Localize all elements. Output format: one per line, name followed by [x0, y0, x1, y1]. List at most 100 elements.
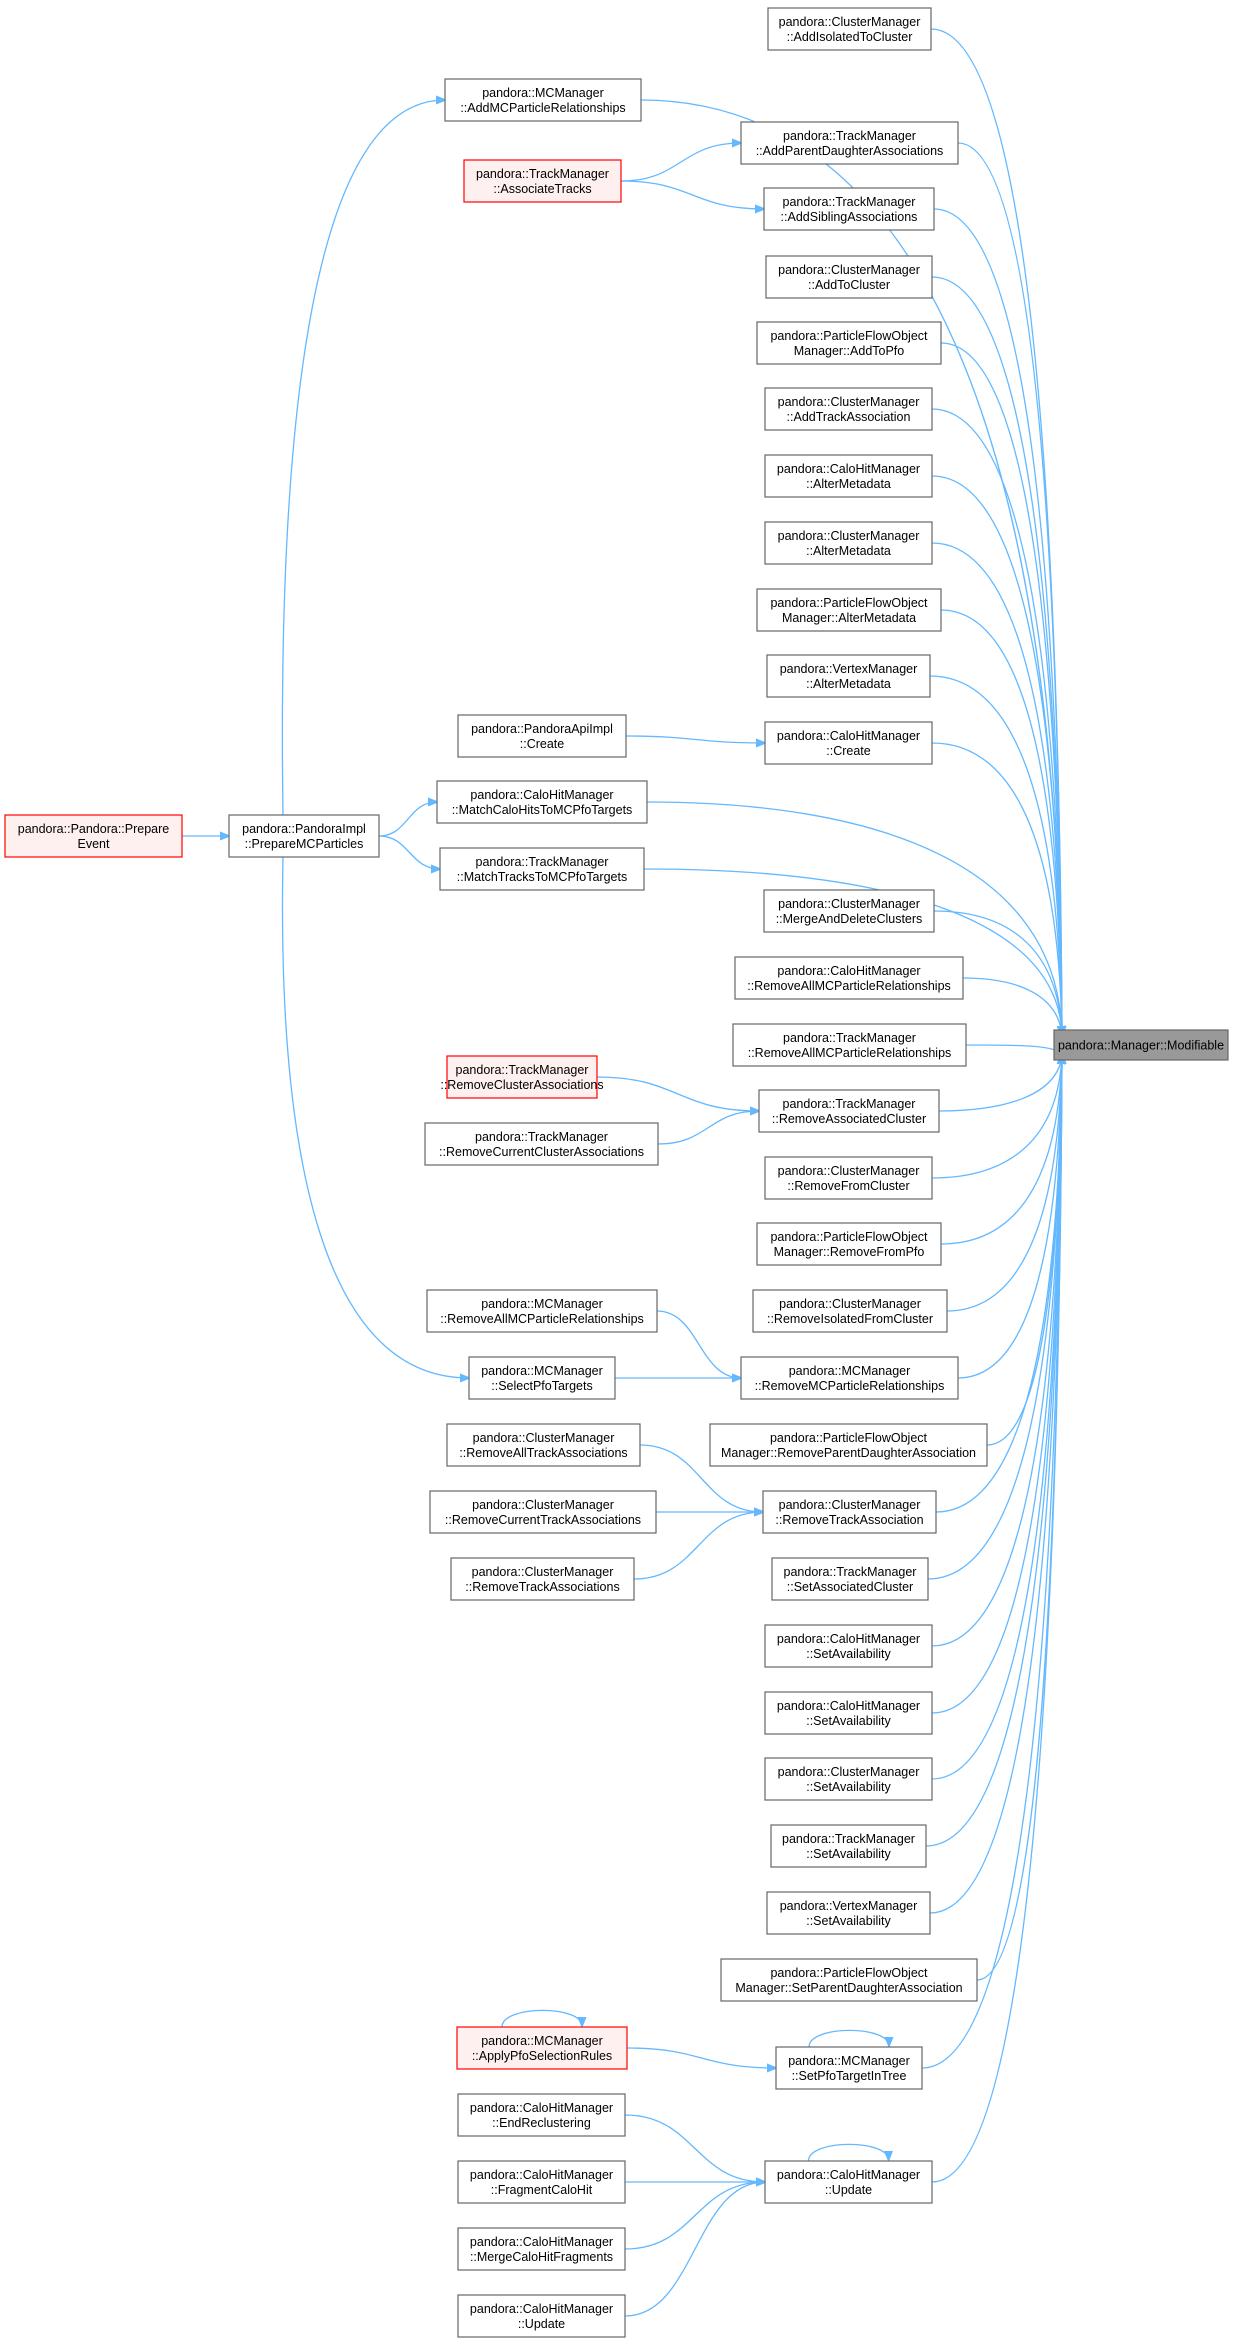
node-box[interactable] [775, 2046, 923, 2090]
node-box[interactable] [4, 814, 183, 858]
node-pandora-trackmanager-associatetracks[interactable]: pandora::TrackManager::AssociateTracks [463, 159, 622, 203]
node-box[interactable] [457, 2227, 626, 2271]
node-pandora-vertexmanager-setavailability[interactable]: pandora::VertexManager::SetAvailability [766, 1891, 931, 1935]
node-box[interactable] [457, 2093, 626, 2137]
node-pandora-mcmanager-addmcparticlerelationships[interactable]: pandora::MCManager::AddMCParticleRelatio… [444, 78, 642, 122]
node-pandora-clustermanager-setavailability[interactable]: pandora::ClusterManager::SetAvailability [764, 1757, 933, 1801]
node-box[interactable] [765, 255, 933, 299]
node-pandora-calohitmanager-setavailability[interactable]: pandora::CaloHitManager::SetAvailability [764, 1691, 933, 1735]
node-box[interactable] [444, 78, 642, 122]
node-pandora-mcmanager-removeallmcparticlerelationships[interactable]: pandora::MCManager::RemoveAllMCParticleR… [426, 1289, 658, 1333]
node-pandora-pandoraimpl-preparemcparticles[interactable]: pandora::PandoraImpl::PrepareMCParticles [228, 814, 380, 858]
node-box[interactable] [424, 1122, 659, 1166]
node-pandora-clustermanager-addisolatedtocluster[interactable]: pandora::ClusterManager::AddIsolatedToCl… [767, 7, 932, 51]
node-pandora-calohitmanager-matchcalohitstomcpfotargets[interactable]: pandora::CaloHitManager::MatchCaloHitsTo… [436, 780, 648, 824]
node-box[interactable] [766, 1891, 931, 1935]
node-pandora-trackmanager-removeassociatedcluster[interactable]: pandora::TrackManager::RemoveAssociatedC… [758, 1089, 940, 1133]
node-box[interactable] [763, 889, 935, 933]
node-box[interactable] [468, 1356, 616, 1400]
node-box[interactable] [767, 7, 932, 51]
node-pandora-calohitmanager-update[interactable]: pandora::CaloHitManager::Update [764, 2160, 933, 2204]
node-pandora-calohitmanager-setavailability[interactable]: pandora::CaloHitManager::SetAvailability [764, 1624, 933, 1668]
node-box[interactable] [446, 1423, 641, 1467]
node-pandora-mcmanager-selectpfotargets[interactable]: pandora::MCManager::SelectPfoTargets [468, 1356, 616, 1400]
node-box[interactable] [439, 847, 645, 891]
node-pandora-clustermanager-removeisolatedfromcluster[interactable]: pandora::ClusterManager::RemoveIsolatedF… [752, 1289, 948, 1333]
node-box[interactable] [771, 1557, 929, 1601]
node-pandora-clustermanager-addtrackassociation[interactable]: pandora::ClusterManager::AddTrackAssocia… [764, 387, 933, 431]
node-pandora-trackmanager-matchtrackstomcpfotargets[interactable]: pandora::TrackManager::MatchTracksToMCPf… [439, 847, 645, 891]
node-box[interactable] [734, 956, 964, 1000]
node-pandora-trackmanager-setassociatedcluster[interactable]: pandora::TrackManager::SetAssociatedClus… [771, 1557, 929, 1601]
node-box[interactable] [764, 721, 933, 765]
node-box[interactable] [456, 2026, 628, 2070]
node-pandora-trackmanager-removecurrentclusterassociations[interactable]: pandora::TrackManager::RemoveCurrentClus… [424, 1122, 659, 1166]
node-box[interactable] [756, 588, 942, 632]
node-pandora-clustermanager-removetrackassociations[interactable]: pandora::ClusterManager::RemoveTrackAsso… [450, 1557, 635, 1601]
node-pandora-calohitmanager-removeallmcparticlerelationships[interactable]: pandora::CaloHitManager::RemoveAllMCPart… [734, 956, 964, 1000]
node-box[interactable] [1053, 1029, 1229, 1061]
node-box[interactable] [764, 387, 933, 431]
node-box[interactable] [457, 2160, 626, 2204]
node-pandora-calohitmanager-endreclustering[interactable]: pandora::CaloHitManager::EndReclustering [457, 2093, 626, 2137]
node-box[interactable] [752, 1289, 948, 1333]
node-pandora-manager-modifiable[interactable]: pandora::Manager::Modifiable [1053, 1029, 1229, 1061]
node-pandora-calohitmanager-mergecalohitfragments[interactable]: pandora::CaloHitManager::MergeCaloHitFra… [457, 2227, 626, 2271]
node-box[interactable] [766, 654, 931, 698]
node-pandora-particleflowobject-manager-removeparentdaughterassociation[interactable]: pandora::ParticleFlowObjectManager::Remo… [709, 1423, 988, 1467]
node-pandora-calohitmanager-create[interactable]: pandora::CaloHitManager::Create [764, 721, 933, 765]
node-pandora-vertexmanager-altermetadata[interactable]: pandora::VertexManager::AlterMetadata [766, 654, 931, 698]
node-pandora-mcmanager-applypfoselectionrules[interactable]: pandora::MCManager::ApplyPfoSelectionRul… [456, 2026, 628, 2070]
node-pandora-particleflowobject-manager-setparentdaughterassociation[interactable]: pandora::ParticleFlowObjectManager::SetP… [720, 1958, 978, 2002]
node-box[interactable] [756, 1222, 942, 1266]
node-pandora-clustermanager-removealltrackassociations[interactable]: pandora::ClusterManager::RemoveAllTrackA… [446, 1423, 641, 1467]
node-box[interactable] [429, 1490, 657, 1534]
node-box[interactable] [720, 1958, 978, 2002]
node-pandora-clustermanager-removefromcluster[interactable]: pandora::ClusterManager::RemoveFromClust… [764, 1156, 933, 1200]
node-box[interactable] [732, 1023, 967, 1067]
node-pandora-calohitmanager-update[interactable]: pandora::CaloHitManager::Update [457, 2294, 626, 2338]
node-box[interactable] [763, 187, 935, 231]
node-box[interactable] [709, 1423, 988, 1467]
node-pandora-clustermanager-mergeanddeleteclusters[interactable]: pandora::ClusterManager::MergeAndDeleteC… [763, 889, 935, 933]
node-box[interactable] [450, 1557, 635, 1601]
node-box[interactable] [756, 321, 942, 365]
node-box[interactable] [740, 1356, 959, 1400]
node-pandora-trackmanager-setavailability[interactable]: pandora::TrackManager::SetAvailability [770, 1824, 927, 1868]
node-box[interactable] [426, 1289, 658, 1333]
node-pandora-pandoraapiimpl-create[interactable]: pandora::PandoraApiImpl::Create [457, 714, 627, 758]
node-pandora-clustermanager-removetrackassociation[interactable]: pandora::ClusterManager::RemoveTrackAsso… [762, 1490, 937, 1534]
node-pandora-mcmanager-setpfotargetintree[interactable]: pandora::MCManager::SetPfoTargetInTree [775, 2046, 923, 2090]
node-pandora-clustermanager-altermetadata[interactable]: pandora::ClusterManager::AlterMetadata [764, 521, 933, 565]
node-box[interactable] [764, 1757, 933, 1801]
node-pandora-clustermanager-removecurrenttrackassociations[interactable]: pandora::ClusterManager::RemoveCurrentTr… [429, 1490, 657, 1534]
node-pandora-clustermanager-addtocluster[interactable]: pandora::ClusterManager::AddToCluster [765, 255, 933, 299]
node-box[interactable] [764, 454, 933, 498]
node-box[interactable] [762, 1490, 937, 1534]
node-box[interactable] [770, 1824, 927, 1868]
node-pandora-trackmanager-addsiblingassociations[interactable]: pandora::TrackManager::AddSiblingAssocia… [763, 187, 935, 231]
node-box[interactable] [740, 121, 959, 165]
node-box[interactable] [758, 1089, 940, 1133]
node-box[interactable] [764, 2160, 933, 2204]
node-pandora-trackmanager-removeclusterassociations[interactable]: pandora::TrackManager::RemoveClusterAsso… [440, 1055, 604, 1099]
node-box[interactable] [446, 1055, 598, 1099]
node-box[interactable] [764, 1624, 933, 1668]
node-pandora-calohitmanager-fragmentcalohit[interactable]: pandora::CaloHitManager::FragmentCaloHit [457, 2160, 626, 2204]
node-pandora-particleflowobject-manager-altermetadata[interactable]: pandora::ParticleFlowObjectManager::Alte… [756, 588, 942, 632]
node-box[interactable] [764, 521, 933, 565]
node-pandora-trackmanager-addparentdaughterassociations[interactable]: pandora::TrackManager::AddParentDaughter… [740, 121, 959, 165]
node-box[interactable] [228, 814, 380, 858]
node-box[interactable] [457, 714, 627, 758]
node-pandora-particleflowobject-manager-addtopfo[interactable]: pandora::ParticleFlowObjectManager::AddT… [756, 321, 942, 365]
node-pandora-particleflowobject-manager-removefrompfo[interactable]: pandora::ParticleFlowObjectManager::Remo… [756, 1222, 942, 1266]
node-pandora-mcmanager-removemcparticlerelationships[interactable]: pandora::MCManager::RemoveMCParticleRela… [740, 1356, 959, 1400]
node-pandora-trackmanager-removeallmcparticlerelationships[interactable]: pandora::TrackManager::RemoveAllMCPartic… [732, 1023, 967, 1067]
node-box[interactable] [463, 159, 622, 203]
node-pandora-calohitmanager-altermetadata[interactable]: pandora::CaloHitManager::AlterMetadata [764, 454, 933, 498]
node-box[interactable] [764, 1691, 933, 1735]
node-box[interactable] [457, 2294, 626, 2338]
node-box[interactable] [436, 780, 648, 824]
node-box[interactable] [764, 1156, 933, 1200]
